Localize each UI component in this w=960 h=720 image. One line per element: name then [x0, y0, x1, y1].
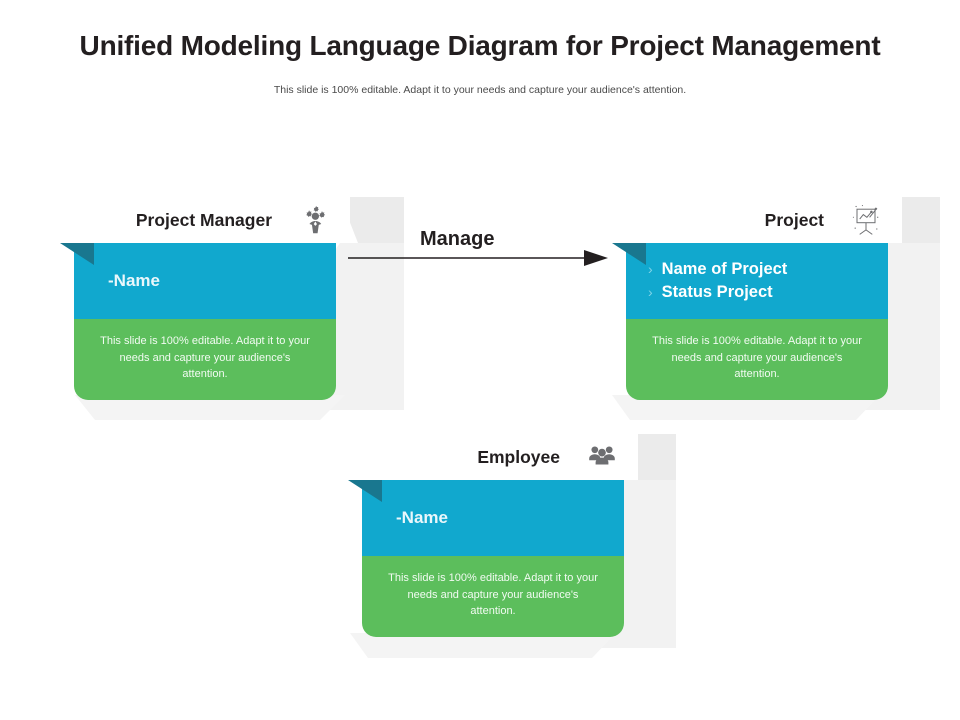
card-project-manager[interactable]: Project Manager -Name This slide is — [60, 197, 350, 400]
attribute-label: Status Project — [661, 283, 773, 301]
connector-arrow-manage — [348, 250, 608, 266]
card-title: Project — [764, 209, 824, 230]
attribute-label: Name of Project — [661, 259, 788, 278]
card-fold-corner — [50, 243, 94, 265]
card-attributes-project-manager: -Name — [74, 243, 336, 319]
card-title: Project Manager — [135, 209, 272, 230]
attribute-row: › Status Project — [648, 281, 888, 304]
card-description-project-manager: This slide is 100% editable. Adapt it to… — [74, 319, 336, 400]
card-description-employee: This slide is 100% editable. Adapt it to… — [362, 556, 624, 637]
description-text: This slide is 100% editable. Adapt it to… — [652, 335, 862, 380]
chevron-right-icon: › — [648, 260, 653, 277]
attribute-row: -Name — [108, 271, 160, 290]
chevron-right-icon: › — [648, 284, 653, 300]
card-header-employee: Employee — [348, 434, 638, 480]
card-description-project: This slide is 100% editable. Adapt it to… — [626, 319, 888, 400]
card-fold-corner — [602, 243, 646, 265]
card-header-project: Project — [612, 197, 902, 243]
card-header-project-manager: Project Manager — [60, 197, 350, 243]
description-text: This slide is 100% editable. Adapt it to… — [100, 335, 310, 380]
attribute-row: -Name — [396, 508, 448, 527]
description-text: This slide is 100% editable. Adapt it to… — [388, 572, 598, 617]
manager-gears-icon — [294, 200, 334, 240]
page-subtitle: This slide is 100% editable. Adapt it to… — [273, 84, 687, 96]
card-title: Employee — [477, 446, 560, 467]
card-project[interactable]: Project — [612, 197, 902, 400]
presentation-board-icon — [846, 200, 886, 240]
card-fold-corner — [338, 480, 382, 502]
card-attributes-project: › Name of Project › Status Project — [626, 243, 888, 319]
card-employee[interactable]: Employee -Name This slide is 100% editab… — [348, 434, 638, 637]
people-group-icon — [582, 437, 622, 477]
card-attributes-employee: -Name — [362, 480, 624, 556]
attribute-row: › Name of Project — [648, 258, 888, 281]
page-title: Unified Modeling Language Diagram for Pr… — [79, 30, 881, 61]
connector-label-manage: Manage — [420, 228, 495, 250]
